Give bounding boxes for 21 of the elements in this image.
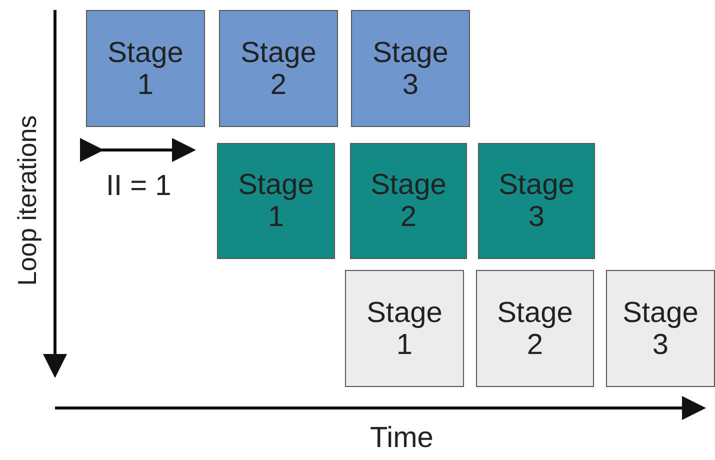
stage-label: Stage 1 bbox=[238, 169, 314, 233]
stage-box bbox=[86, 10, 205, 127]
stage-label: Stage 2 bbox=[370, 169, 446, 233]
stage-label: Stage 1 bbox=[366, 296, 442, 360]
stage-label: Stage 2 bbox=[240, 36, 316, 100]
stage-box bbox=[476, 270, 594, 387]
stage-box bbox=[219, 10, 338, 127]
stage-label: Stage 2 bbox=[497, 296, 573, 360]
stage-box bbox=[606, 270, 715, 387]
stage-label: Stage 3 bbox=[622, 296, 698, 360]
axis-label: Time bbox=[370, 422, 434, 455]
stage-box bbox=[351, 10, 470, 127]
stage-box bbox=[217, 143, 335, 259]
stage-box bbox=[350, 143, 467, 259]
axis-label: Loop iterations bbox=[12, 114, 43, 286]
interval-label: II = 1 bbox=[106, 170, 172, 203]
stage-label: Stage 3 bbox=[372, 36, 448, 100]
stage-box bbox=[478, 143, 595, 259]
stage-label: Stage 1 bbox=[108, 36, 184, 100]
stage-label: Stage 3 bbox=[498, 169, 574, 233]
stage-box bbox=[345, 270, 464, 387]
